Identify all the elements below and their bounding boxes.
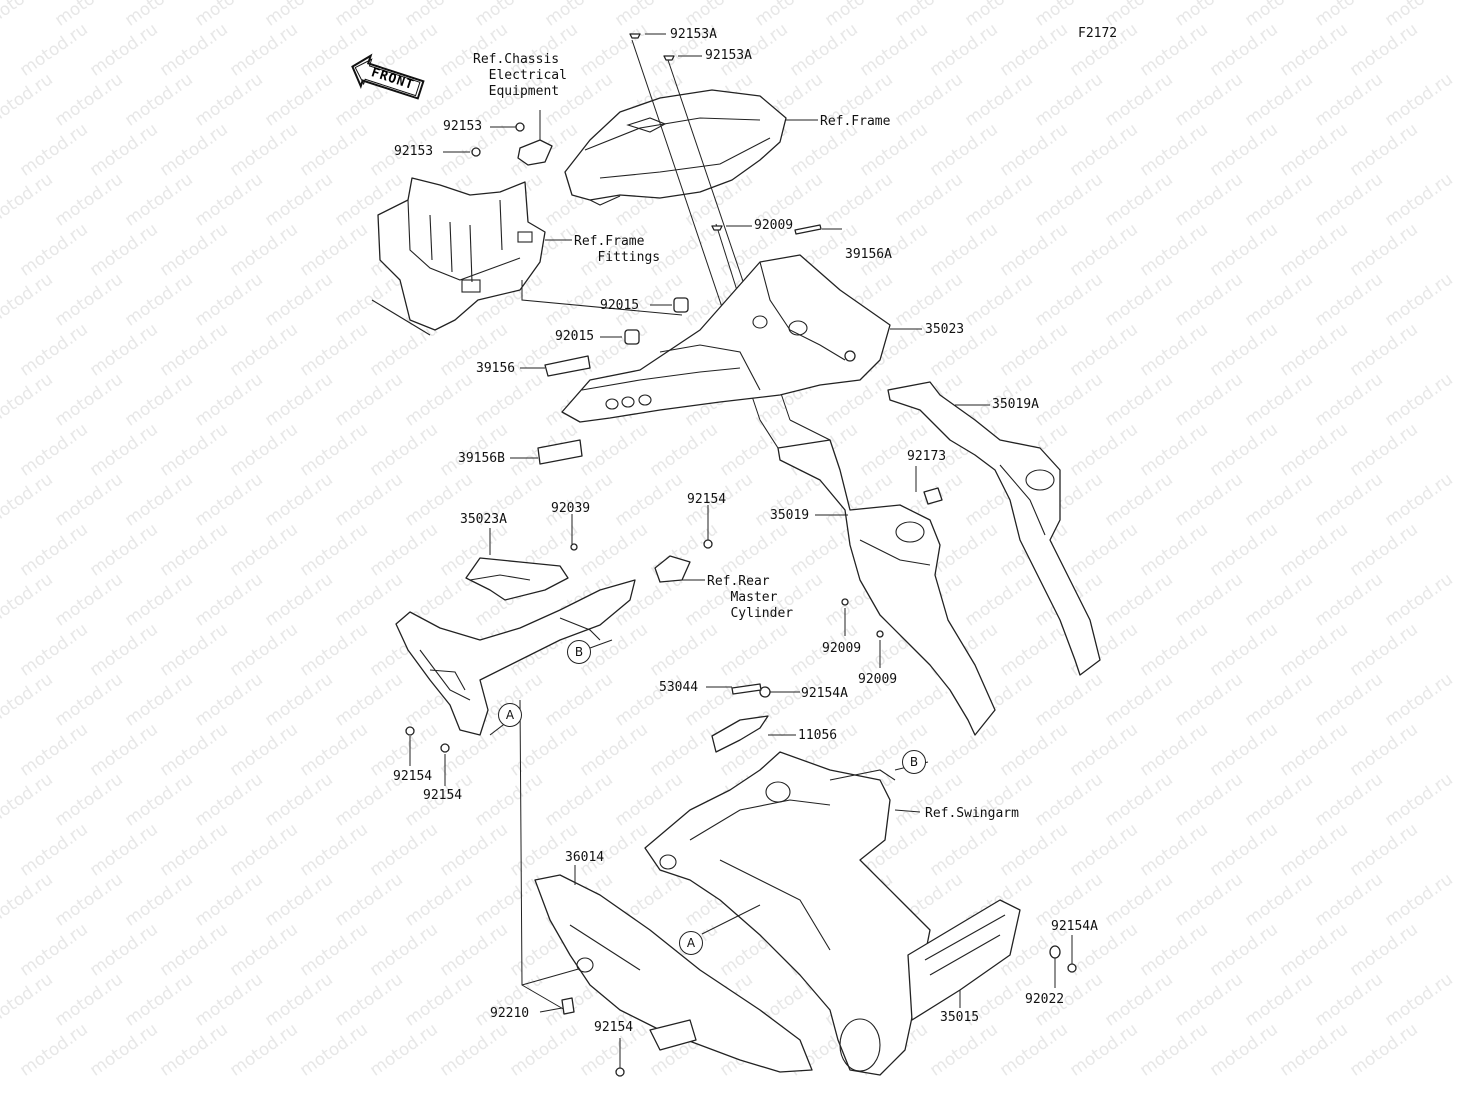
ref-circle-A-1: A xyxy=(498,703,522,727)
chain-guard-36014 xyxy=(534,874,813,1073)
rear-cowl-35023 xyxy=(561,254,891,423)
part-92009-a[interactable]: 92009 xyxy=(822,641,862,656)
leader-lines xyxy=(409,33,1073,1068)
part-92154A-top[interactable]: 92154A xyxy=(801,686,848,701)
part-92153A-1[interactable]: 92153A xyxy=(670,27,717,42)
part-39156[interactable]: 39156 xyxy=(476,361,516,376)
chassis-bracket xyxy=(471,122,553,166)
front-arrow: FRONT xyxy=(343,47,431,113)
part-11056[interactable]: 11056 xyxy=(798,728,838,743)
ref-frame-fittings[interactable]: Ref.Frame Fittings xyxy=(574,234,661,265)
front-arrow-icon xyxy=(351,53,425,100)
bracket-35019A xyxy=(887,381,1101,676)
ref-circle-A-2: A xyxy=(679,931,703,955)
part-35019[interactable]: 35019 xyxy=(770,508,810,523)
bracket-11056 xyxy=(711,683,769,753)
subframe-35019 xyxy=(759,419,996,736)
part-92015-1[interactable]: 92015 xyxy=(600,298,640,313)
part-92154A-right[interactable]: 92154A xyxy=(1051,919,1098,934)
part-92153A-2[interactable]: 92153A xyxy=(705,48,752,63)
cover-35023A xyxy=(465,555,691,601)
part-92022[interactable]: 92022 xyxy=(1025,992,1065,1007)
part-92173[interactable]: 92173 xyxy=(907,449,947,464)
chain-guard-upper xyxy=(395,579,636,736)
part-35023[interactable]: 35023 xyxy=(925,322,965,337)
grommets xyxy=(624,297,689,345)
clip-92173 xyxy=(923,487,943,505)
part-39156B[interactable]: 39156B xyxy=(458,451,505,466)
part-92009-b[interactable]: 92009 xyxy=(858,672,898,687)
figure-id: F2172 xyxy=(1078,26,1118,41)
bolts xyxy=(405,33,1077,1077)
part-35015[interactable]: 35015 xyxy=(940,1010,980,1025)
part-92154-top[interactable]: 92154 xyxy=(687,492,727,507)
ref-swingarm[interactable]: Ref.Swingarm xyxy=(925,806,1019,821)
part-35023A[interactable]: 35023A xyxy=(460,512,507,527)
part-92009-top[interactable]: 92009 xyxy=(754,218,794,233)
part-92153-1[interactable]: 92153 xyxy=(443,119,483,134)
mudguard-35015 xyxy=(907,899,1021,1021)
part-92153-2[interactable]: 92153 xyxy=(394,144,434,159)
ref-circle-B-2: B xyxy=(902,750,926,774)
part-92039[interactable]: 92039 xyxy=(551,501,591,516)
ref-rear-master-cylinder[interactable]: Ref.Rear Master Cylinder xyxy=(707,574,794,621)
ref-frame-part xyxy=(564,89,787,206)
part-92154-bottom[interactable]: 92154 xyxy=(594,1020,634,1035)
ref-circle-B-1: B xyxy=(567,640,591,664)
part-92154-left-2[interactable]: 92154 xyxy=(423,788,463,803)
part-53044[interactable]: 53044 xyxy=(659,680,699,695)
frame-fittings-box xyxy=(371,177,546,336)
part-92154-left-1[interactable]: 92154 xyxy=(393,769,433,784)
ref-frame[interactable]: Ref.Frame xyxy=(820,114,891,129)
part-92210[interactable]: 92210 xyxy=(490,1006,530,1021)
part-92015-2[interactable]: 92015 xyxy=(555,329,595,344)
ref-chassis-electrical[interactable]: Ref.Chassis Electrical Equipment xyxy=(473,52,567,99)
part-36014[interactable]: 36014 xyxy=(565,850,605,865)
pads xyxy=(537,224,822,465)
part-35019A[interactable]: 35019A xyxy=(992,397,1039,412)
part-39156A[interactable]: 39156A xyxy=(845,247,892,262)
